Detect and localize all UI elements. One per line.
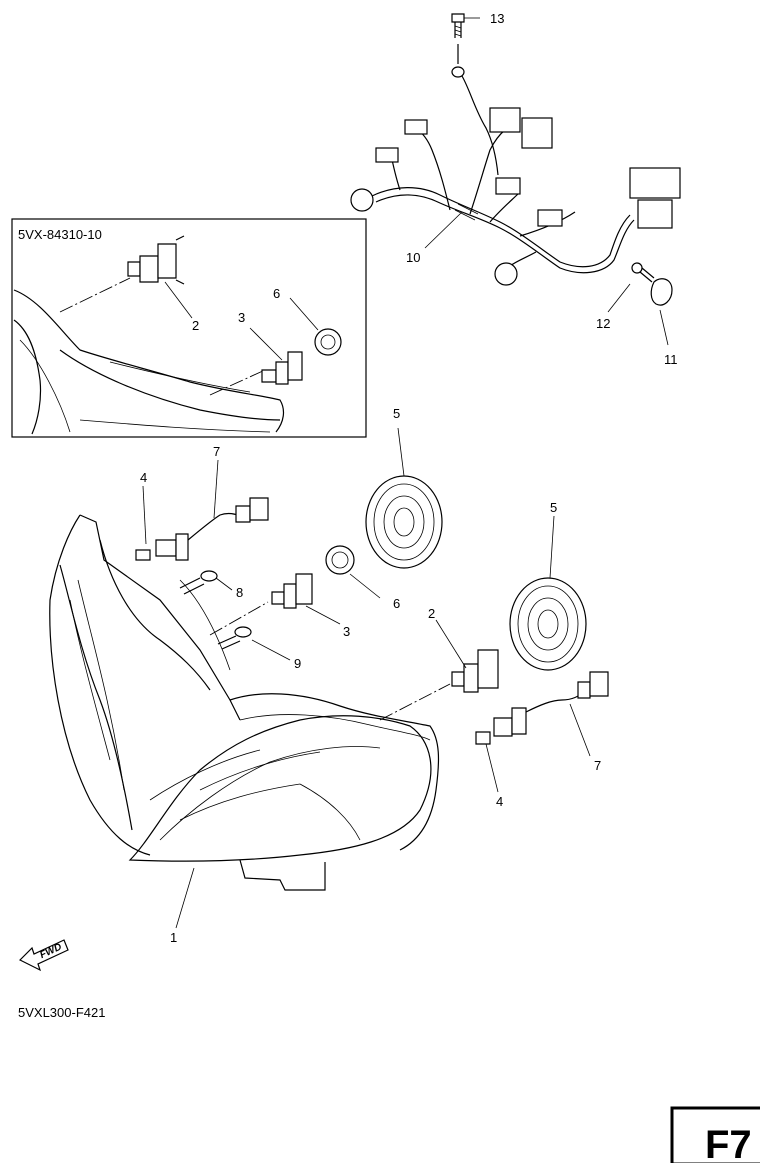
part-13-bolt: [451, 13, 480, 38]
part-4-bulb-right: [475, 731, 499, 793]
callout-3: 3: [343, 624, 350, 639]
callout-1: 1: [170, 930, 177, 945]
callout-6-inset: 6: [273, 286, 280, 301]
callout-8: 8: [236, 585, 243, 600]
callout-12: 12: [596, 316, 610, 331]
callout-6: 6: [393, 596, 400, 611]
part-8-screw: [179, 570, 233, 595]
callout-4-right: 4: [496, 794, 503, 809]
part-5-seal-lower: [509, 515, 587, 671]
fwd-arrow-icon: FWD: [18, 939, 69, 972]
part-9-screw: [217, 626, 291, 661]
ground-wire: [451, 44, 499, 176]
part-5-seal-upper: [365, 427, 443, 569]
part-2-bulb: [379, 619, 499, 721]
diagram-code: 5VXL300-F421: [18, 1005, 105, 1020]
callout-2: 2: [428, 606, 435, 621]
inset-code: 5VX-84310-10: [18, 227, 102, 242]
callout-3-inset: 3: [238, 310, 245, 325]
part-11-clamp: [650, 278, 673, 346]
part-1-headlight-housing: [49, 514, 440, 929]
callout-9: 9: [294, 656, 301, 671]
page-code-box: F7: [670, 1106, 760, 1163]
part-10-wire-harness: [350, 107, 681, 286]
part-7-socket-wire-right: [493, 671, 609, 757]
page-code: F7: [705, 1123, 752, 1163]
callout-10: 10: [406, 250, 420, 265]
part-12-screw: [607, 262, 655, 313]
part-7-socket-wire-left: [155, 459, 269, 561]
inset-box: [11, 218, 367, 438]
part-4-bulb-left: [135, 485, 151, 561]
part-3-bulb: [209, 573, 341, 636]
part-6-socket: [325, 545, 381, 599]
callout-2-inset: 2: [192, 318, 199, 333]
callout-11: 11: [664, 352, 678, 367]
callout-7-right: 7: [594, 758, 601, 773]
callout-5-upper: 5: [393, 406, 400, 421]
callout-7-left: 7: [213, 444, 220, 459]
callout-13: 13: [490, 11, 504, 26]
callout-4-left: 4: [140, 470, 147, 485]
callout-5-lower: 5: [550, 500, 557, 515]
